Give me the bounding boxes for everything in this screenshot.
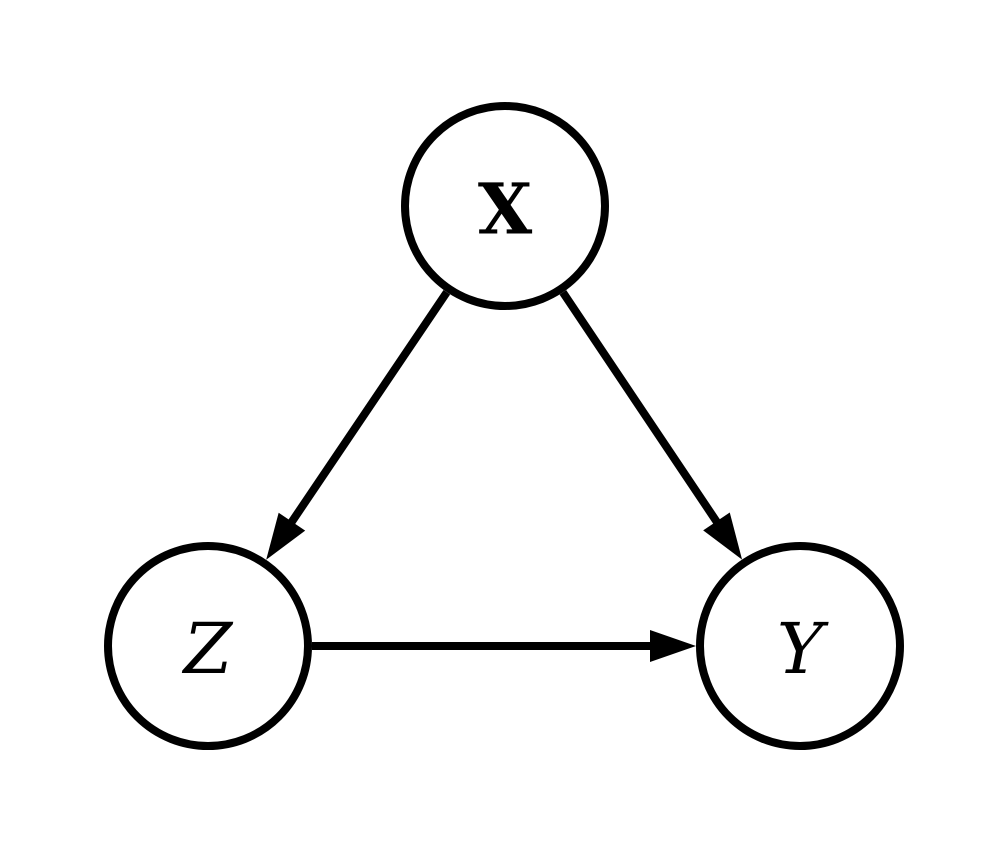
node-X-label: X [478, 167, 533, 250]
node-Z: Z [104, 542, 312, 750]
node-Y: Y [696, 542, 904, 750]
edge-X-Z [266, 289, 451, 560]
node-Y-label: Y [777, 608, 829, 690]
node-X: X [401, 102, 609, 310]
node-Z-label: Z [182, 608, 234, 690]
edge-Z-Y [312, 630, 696, 662]
edge-X-Z-arrowhead [266, 512, 306, 560]
node-Y-circle [696, 542, 904, 750]
node-Z-circle [104, 542, 312, 750]
edge-Z-Y-arrowhead [650, 630, 696, 662]
edge-X-Z-line [286, 289, 451, 528]
edge-X-Y [559, 290, 743, 560]
node-X-circle [401, 102, 609, 310]
edge-X-Y-line [559, 290, 723, 527]
edge-X-Y-arrowhead [703, 512, 743, 560]
